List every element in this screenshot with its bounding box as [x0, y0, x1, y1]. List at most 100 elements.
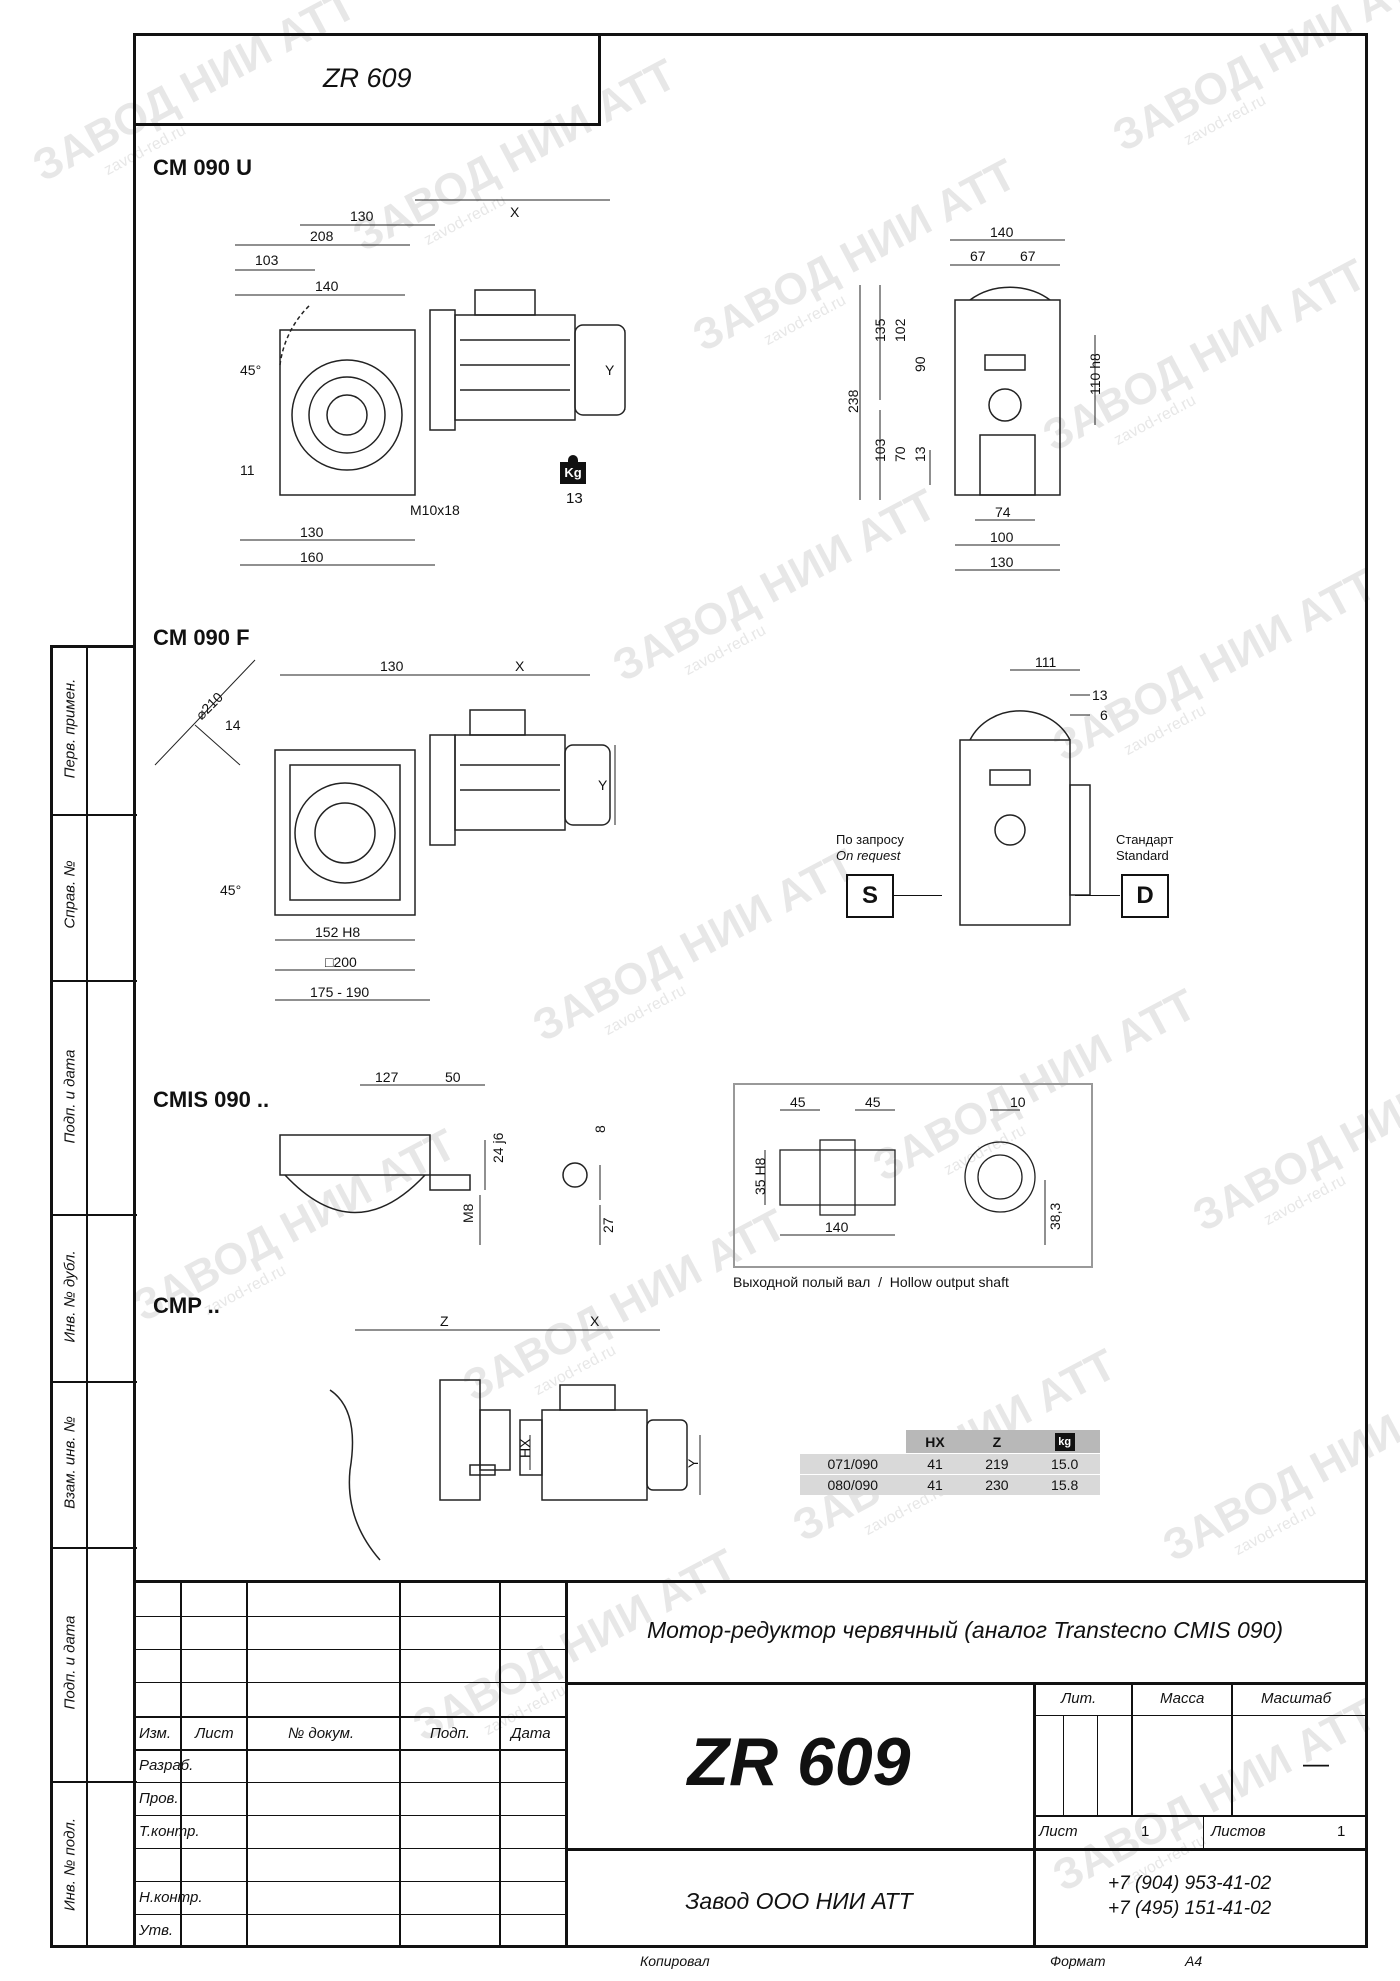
s-box: S	[846, 874, 894, 918]
sheets-label: Листов	[1211, 1823, 1266, 1840]
drawing-cmp: Z X HX Y	[329, 1313, 701, 1561]
dim-label: 127	[375, 1070, 399, 1085]
dim-label: 38,3	[1047, 1203, 1063, 1230]
company-name: Завод ООО НИИ АТТ	[685, 1888, 913, 1914]
dim-label: Y	[598, 777, 608, 793]
product-description: Мотор-редуктор червячный (аналог Transte…	[646, 1617, 1284, 1643]
dim-label: Y	[605, 362, 615, 378]
dim-label: 130	[990, 554, 1014, 570]
header-code: ZR 609	[323, 63, 412, 93]
section-title: CMP ..	[153, 1293, 220, 1318]
dim-label: 103	[255, 252, 279, 268]
side-stamp-label: Взам. инв. №	[61, 1416, 79, 1509]
dim-label: 35 H8	[752, 1157, 768, 1195]
dim-label: 135	[872, 318, 888, 342]
mass-label: Масса	[1160, 1690, 1205, 1707]
scale-label: Масштаб	[1261, 1690, 1332, 1707]
drawing-cm090u-front: 130 X 208 103 140 45° 11 M10x18 130 160 …	[235, 199, 626, 566]
dim-label: 110 h8	[1087, 353, 1103, 395]
weight-value: 13	[566, 490, 583, 507]
lit-label: Лит.	[1061, 1690, 1097, 1707]
standard-label-en: Standard	[1116, 848, 1169, 863]
drawing-cm090f-front: 130 X ⌀210 14 45° 152 H8 □200 175 - 190 …	[154, 658, 616, 1001]
dim-label: □200	[325, 954, 357, 970]
dim-label: 74	[995, 504, 1011, 520]
role-razrab: Разраб.	[139, 1757, 194, 1774]
dim-label: 10	[1010, 1094, 1026, 1110]
dim-label: 45	[865, 1094, 881, 1110]
dim-label: 103	[872, 438, 888, 462]
dim-label: 130	[300, 524, 324, 540]
role-tkontr: Т.контр.	[139, 1823, 200, 1840]
dim-label: 11	[240, 462, 255, 478]
dim-label: 175 - 190	[310, 984, 369, 1000]
dim-label: 208	[310, 228, 334, 244]
format-value: А4	[1185, 1953, 1203, 1969]
drawing-frame	[133, 33, 1368, 1948]
dim-label: 13	[912, 446, 928, 462]
drawing-cm090f-side: 111 13 6	[959, 655, 1108, 926]
dim-label: Y	[685, 1458, 701, 1468]
scale-value: —	[1303, 1748, 1329, 1778]
phone-1: +7 (904) 953-41-02	[1108, 1873, 1272, 1894]
dim-label: 140	[315, 278, 339, 294]
standard-label-ru: Стандарт	[1116, 832, 1174, 847]
d-box: D	[1121, 874, 1169, 918]
dim-label: HX	[517, 1438, 533, 1458]
format-label: Формат	[1050, 1953, 1106, 1969]
dim-label: 27	[600, 1217, 616, 1233]
side-stamp: Перв. примен. Справ. № Подп. и дата Инв.…	[50, 645, 137, 1948]
dim-label: X	[590, 1313, 600, 1329]
dim-label: 13	[1092, 687, 1108, 703]
request-label-en: On request	[836, 848, 901, 863]
dim-label: 6	[1100, 707, 1108, 723]
side-stamp-label: Перв. примен.	[61, 678, 79, 779]
hollow-shaft-box: 45 45 10 35 H8 140 38,3	[733, 1083, 1093, 1268]
dim-label: 45	[790, 1094, 806, 1110]
sheet-label: Лист	[1039, 1823, 1078, 1840]
col-list: Лист	[195, 1725, 234, 1742]
dim-label: 14	[225, 717, 241, 733]
dim-label: Z	[440, 1313, 449, 1329]
section-title: CM 090 F	[153, 625, 250, 650]
table-header: HX	[905, 1430, 965, 1454]
dim-label: 102	[892, 318, 908, 342]
role-nkontr: Н.контр.	[139, 1889, 203, 1906]
dim-label: X	[515, 658, 525, 674]
dim-label: 45°	[220, 882, 241, 898]
dim-label: 130	[350, 208, 374, 224]
dim-label: 111	[1035, 655, 1056, 670]
col-date: Дата	[511, 1725, 551, 1742]
dim-label: 67	[970, 248, 986, 264]
col-doc: № докум.	[288, 1725, 355, 1742]
table-header: Z	[964, 1430, 1030, 1454]
dim-label: 67	[1020, 248, 1036, 264]
dim-label: 140	[825, 1219, 849, 1235]
copied-label: Копировал	[640, 1953, 710, 1969]
dim-label: 140	[990, 225, 1014, 240]
table-row: 080/090 41 230 15.8	[800, 1474, 1100, 1495]
dim-label: 24 j6	[490, 1132, 506, 1163]
title-block: Изм. Лист № докум. Подп. Дата Разраб. Пр…	[133, 1580, 1368, 1948]
col-izm: Изм.	[139, 1725, 171, 1742]
dim-label: 90	[912, 356, 928, 372]
product-code: ZR 609	[687, 1724, 911, 1800]
dim-label: ⌀210	[192, 689, 226, 723]
drawing-cmis090: 127 50 24 j6 M8 8 27	[279, 1070, 616, 1245]
dim-label: 160	[300, 549, 324, 565]
dim-label: M10x18	[410, 502, 460, 518]
dim-label: 50	[445, 1070, 461, 1085]
table-row: 071/090 41 219 15.0	[800, 1453, 1100, 1475]
dim-label: 130	[380, 658, 404, 674]
dim-label: 152 H8	[315, 924, 360, 940]
request-label-ru: По запросу	[836, 832, 904, 847]
dim-label: 8	[592, 1125, 608, 1133]
side-stamp-label: Инв. № дубл.	[61, 1250, 79, 1343]
kg-icon: kg	[1029, 1430, 1100, 1454]
section-title: CM 090 U	[153, 155, 253, 180]
kg-icon: Kg	[560, 455, 586, 485]
drawing-cm090u-side: 140 67 67 238 135 102 90 103 70 13 110 h…	[845, 225, 1103, 571]
col-sign: Подп.	[430, 1725, 470, 1742]
dim-label: 238	[845, 389, 861, 413]
role-utv: Утв.	[139, 1922, 174, 1939]
